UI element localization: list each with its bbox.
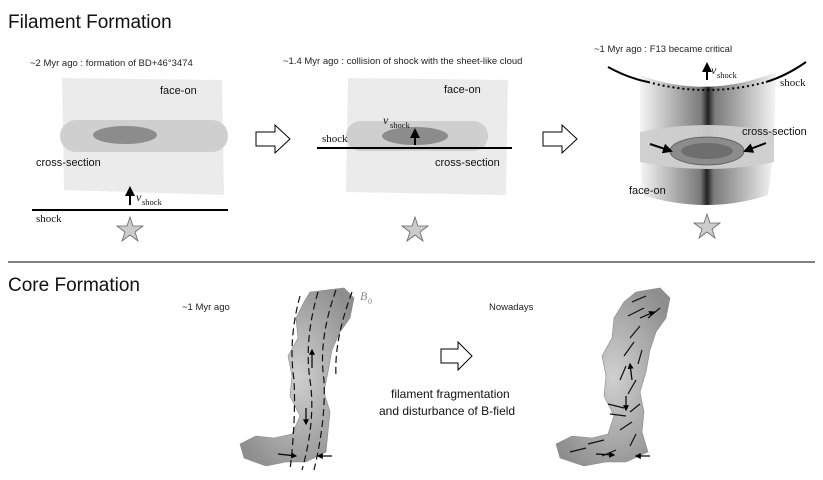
right-dash-6 [637,349,643,365]
right-dash-4 [629,325,641,339]
field-line-left-2 [301,291,319,471]
right-dash-8 [627,379,637,395]
right-dash-5 [623,341,635,357]
panel-3-inner-ellipse [681,143,733,159]
right-dash-12 [619,421,633,431]
panel-3-right-compression-arrow [743,142,767,153]
panel-2-v-symbol: v [383,113,389,127]
panel-2-shock-label: shock [322,133,348,145]
panel-1-caption: ~2 Myr ago : formation of BD+46°3474 [30,58,193,69]
right-dash-14 [569,447,587,453]
panel-3-shock-right [765,61,807,83]
panel-2: ~1.4 Myr ago : collision of shock with t… [283,56,522,243]
panel-1-v-sub: shock [142,197,163,207]
right-dash-11 [629,403,641,413]
panel-2-cross-section-label: cross-section [435,157,500,169]
middle-text-line-1: filament fragmentation [391,387,510,401]
right-flow-arrow-4 [595,451,616,458]
filament-left: B 0 [239,287,372,471]
right-flow-arrow-1 [639,311,656,319]
field-line-left-4 [335,291,353,377]
filament-formation-title: Filament Formation [8,12,172,33]
next-arrow-icon-2 [542,123,578,155]
next-arrow-icon-1 [255,123,291,155]
core-left-caption: ~1 Myr ago [182,302,230,313]
panel-3-shock-label: shock [780,77,806,89]
panel-2-face-on-label: face-on [444,84,481,96]
field-line-left-3 [313,289,337,471]
b0-symbol: B [360,289,368,303]
panel-3-left-compression-arrow [649,143,673,154]
panel-3-face-on-label: face-on [629,185,666,197]
panel-1-v-symbol: v [136,190,142,204]
panel-1-shock-label: shock [36,213,62,225]
filament-right [555,287,671,467]
right-flow-arrow-2 [627,362,634,381]
right-dash-10 [609,413,627,417]
panel-3-cross-section-label: cross-section [742,126,807,138]
panel-2-v-sub: shock [390,120,411,130]
panel-3-shock-dotted [647,81,767,91]
right-dash-16 [629,433,637,447]
left-flow-arrow-3 [277,452,298,459]
field-line-left-1 [289,295,301,471]
panel-1-star-icon [115,215,145,243]
panel-1: ~2 Myr ago : formation of BD+46°3474 fac… [30,58,228,243]
panel-3-shock-left [607,66,649,83]
panel-3-caption: ~1 Myr ago : F13 became critical [594,44,732,55]
middle-text-line-2: and disturbance of B-field [379,404,515,418]
b0-sub: 0 [368,297,372,306]
filament-left-shape [239,287,355,467]
right-dash-7 [619,365,627,381]
panel-1-core-ellipse [93,126,157,144]
right-dash-9 [607,403,625,409]
panel-1-face-on-label: face-on [160,85,197,97]
panel-3: ~1 Myr ago : F13 became critical v shock… [594,44,807,240]
right-dash-1 [631,295,647,303]
panel-1-cross-section-label: cross-section [36,157,101,169]
filament-right-shape [555,287,671,467]
panel-2-caption: ~1.4 Myr ago : collision of shock with t… [283,56,522,67]
panel-3-v-sub: shock [717,70,738,80]
right-dash-13 [587,439,605,445]
core-right-caption: Nowadays [489,302,534,313]
right-dash-2 [627,307,645,317]
next-arrow-icon-3 [440,340,473,372]
panel-2-star-icon [400,215,430,243]
core-formation-title: Core Formation [8,275,140,296]
panel-3-star-icon [692,212,722,240]
panel-3-v-symbol: v [711,63,717,77]
